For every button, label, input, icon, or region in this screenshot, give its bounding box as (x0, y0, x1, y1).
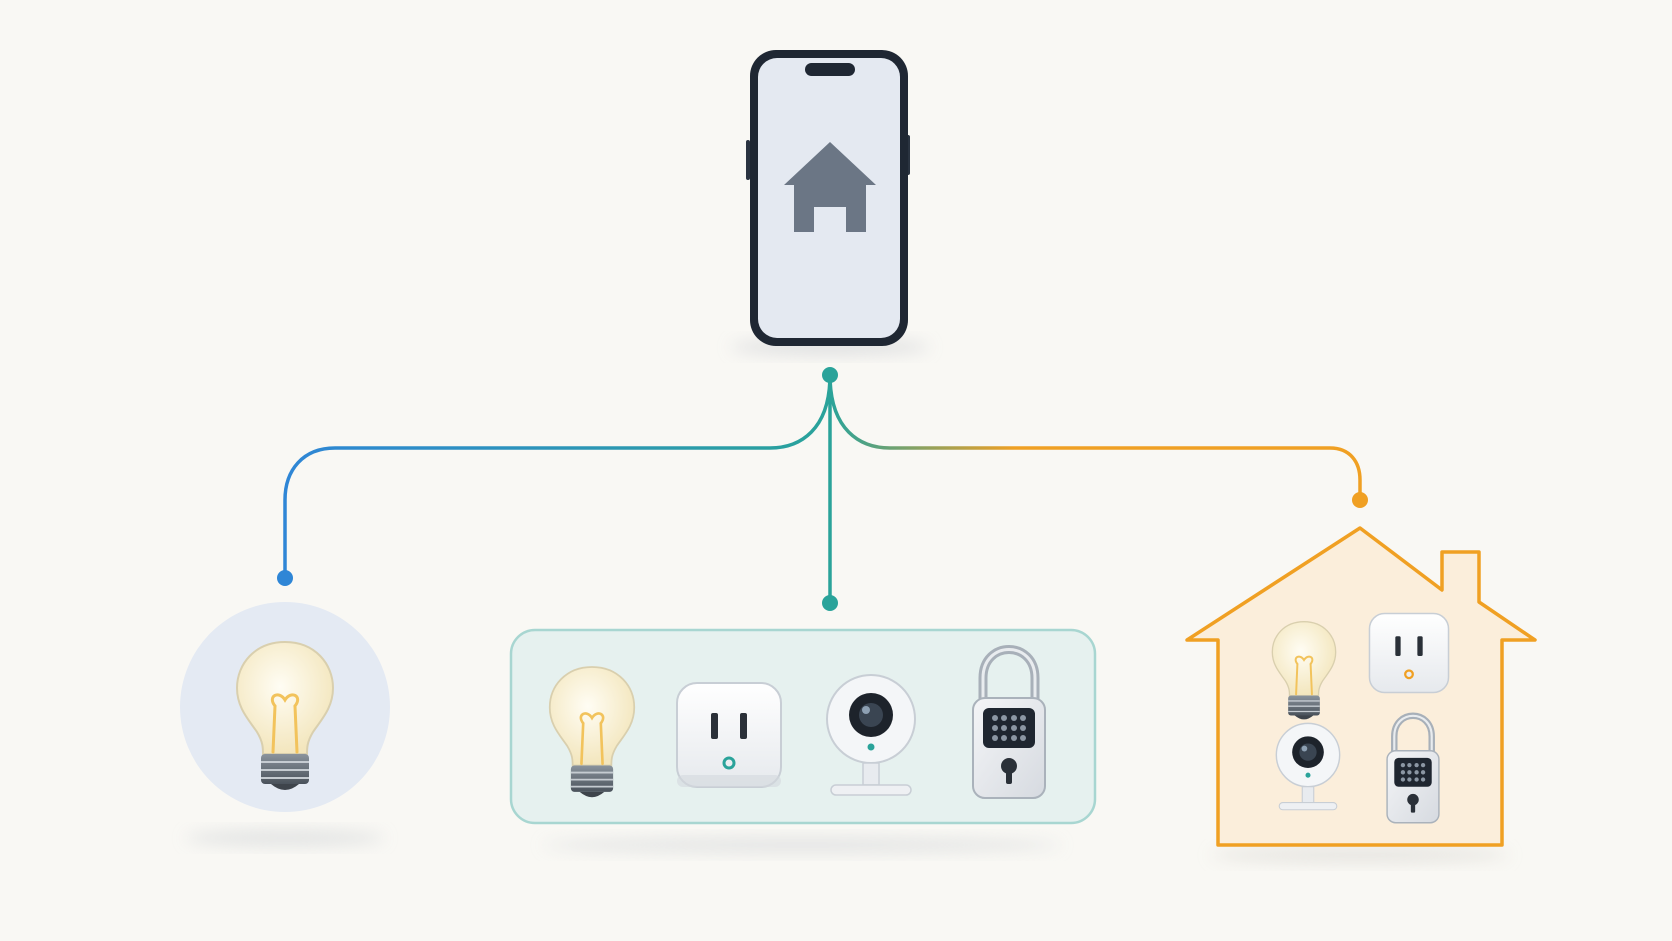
device-group-panel (509, 628, 1097, 853)
device-group-node-dot (822, 595, 838, 611)
connector-to-whole-home (828, 373, 1362, 502)
connector-to-single-device (283, 373, 832, 580)
whole-home-group (1185, 526, 1537, 863)
house-outline (1185, 526, 1537, 847)
connector-lines (277, 367, 1368, 611)
smartphone-hub (730, 50, 930, 355)
whole-home-node-dot (1352, 492, 1368, 508)
single-device-node-dot (277, 570, 293, 586)
home-app-icon (784, 142, 876, 232)
single-device-group (180, 602, 390, 846)
smart-plug-icon (1368, 612, 1450, 694)
device-group-box (509, 628, 1097, 825)
smartphone-notch (805, 63, 855, 76)
hub-node-dot (822, 367, 838, 383)
smart-plug-icon (675, 681, 783, 789)
